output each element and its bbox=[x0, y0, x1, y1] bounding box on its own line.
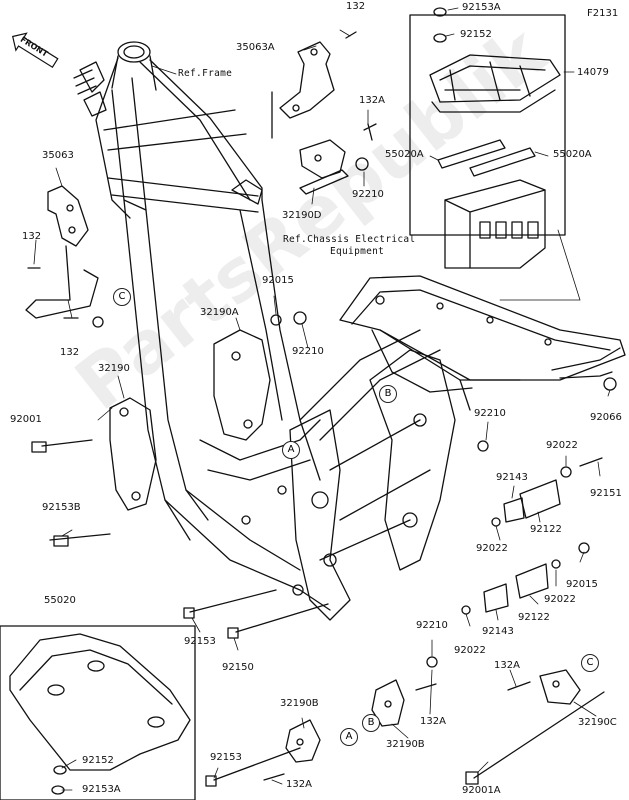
part-32190B-top: 32190B bbox=[280, 698, 319, 709]
part-92015-top: 92015 bbox=[262, 275, 294, 286]
bracket-35063A bbox=[271, 31, 357, 139]
part-92153A-bot: 92153A bbox=[82, 784, 121, 795]
part-92143-a: 92143 bbox=[496, 472, 528, 483]
part-92152-top: 92152 bbox=[460, 29, 492, 40]
part-14079: 14079 bbox=[577, 67, 609, 78]
callout-b-bottom: B bbox=[362, 714, 380, 732]
part-92022-a: 92022 bbox=[546, 440, 578, 451]
part-92152-bot: 92152 bbox=[82, 755, 114, 766]
leader-lines bbox=[33, 7, 611, 791]
part-92150: 92150 bbox=[222, 662, 254, 673]
part-32190B-bot: 32190B bbox=[386, 739, 425, 750]
rear-subframe bbox=[339, 275, 626, 411]
part-92210-a: 92210 bbox=[352, 189, 384, 200]
ref-chassis-line1: Ref.Chassis Electrical bbox=[283, 234, 416, 245]
long-bolts bbox=[183, 589, 605, 787]
callout-c-bottom: C bbox=[581, 654, 599, 672]
part-92001A: 92001A bbox=[462, 785, 501, 796]
part-92122-b: 92122 bbox=[518, 612, 550, 623]
part-92066: 92066 bbox=[590, 412, 622, 423]
part-92143-b: 92143 bbox=[482, 626, 514, 637]
callout-a-bottom: A bbox=[340, 728, 358, 746]
part-132-left: 132 bbox=[22, 231, 42, 242]
part-92210-b: 92210 bbox=[292, 346, 324, 357]
part-32190A: 32190A bbox=[200, 307, 239, 318]
part-132A-right: 132A bbox=[494, 660, 520, 671]
part-132-top: 132 bbox=[346, 1, 366, 12]
ref-frame: Ref.Frame bbox=[178, 68, 233, 79]
part-32190D: 32190D bbox=[282, 210, 322, 221]
part-55020: 55020 bbox=[44, 595, 76, 606]
part-55020A-left: 55020A bbox=[385, 149, 424, 160]
part-92153-bot: 92153 bbox=[210, 752, 242, 763]
part-92153A-top: 92153A bbox=[462, 2, 501, 13]
battery-assembly bbox=[409, 7, 566, 269]
part-132A-bot: 132A bbox=[286, 779, 312, 790]
lower-brackets bbox=[263, 656, 581, 781]
part-132-left2: 132 bbox=[60, 347, 80, 358]
callout-b-frame: B bbox=[379, 385, 397, 403]
part-92210-d: 92210 bbox=[416, 620, 448, 631]
part-35063: 35063 bbox=[42, 150, 74, 161]
part-92022-d: 92022 bbox=[454, 645, 486, 656]
part-35063A: 35063A bbox=[236, 42, 275, 53]
part-92153-mid: 92153 bbox=[184, 636, 216, 647]
part-132A-mid: 132A bbox=[420, 716, 446, 727]
skid-plate-55020 bbox=[0, 625, 196, 800]
part-92210-c: 92210 bbox=[474, 408, 506, 419]
front-arrow-icon bbox=[11, 32, 59, 69]
part-55020A-right: 55020A bbox=[553, 149, 592, 160]
part-92015-b: 92015 bbox=[566, 579, 598, 590]
part-132A-top: 132A bbox=[359, 95, 385, 106]
diagram-code: F2131 bbox=[587, 8, 619, 19]
part-92122-a: 92122 bbox=[530, 524, 562, 535]
part-32190: 32190 bbox=[98, 363, 130, 374]
plate-32190 bbox=[31, 397, 157, 547]
part-92001: 92001 bbox=[10, 414, 42, 425]
part-32190C: 32190C bbox=[578, 717, 617, 728]
part-92153B: 92153B bbox=[42, 502, 81, 513]
plate-32190A bbox=[213, 311, 307, 441]
bracket-35063 bbox=[25, 185, 99, 319]
callout-a-frame: A bbox=[282, 441, 300, 459]
callout-c-left: C bbox=[113, 288, 131, 306]
ref-chassis-line2: Equipment bbox=[330, 246, 385, 257]
bracket-32190D bbox=[299, 123, 377, 195]
part-92151: 92151 bbox=[590, 488, 622, 499]
part-92022-c: 92022 bbox=[544, 594, 576, 605]
part-92022-b: 92022 bbox=[476, 543, 508, 554]
